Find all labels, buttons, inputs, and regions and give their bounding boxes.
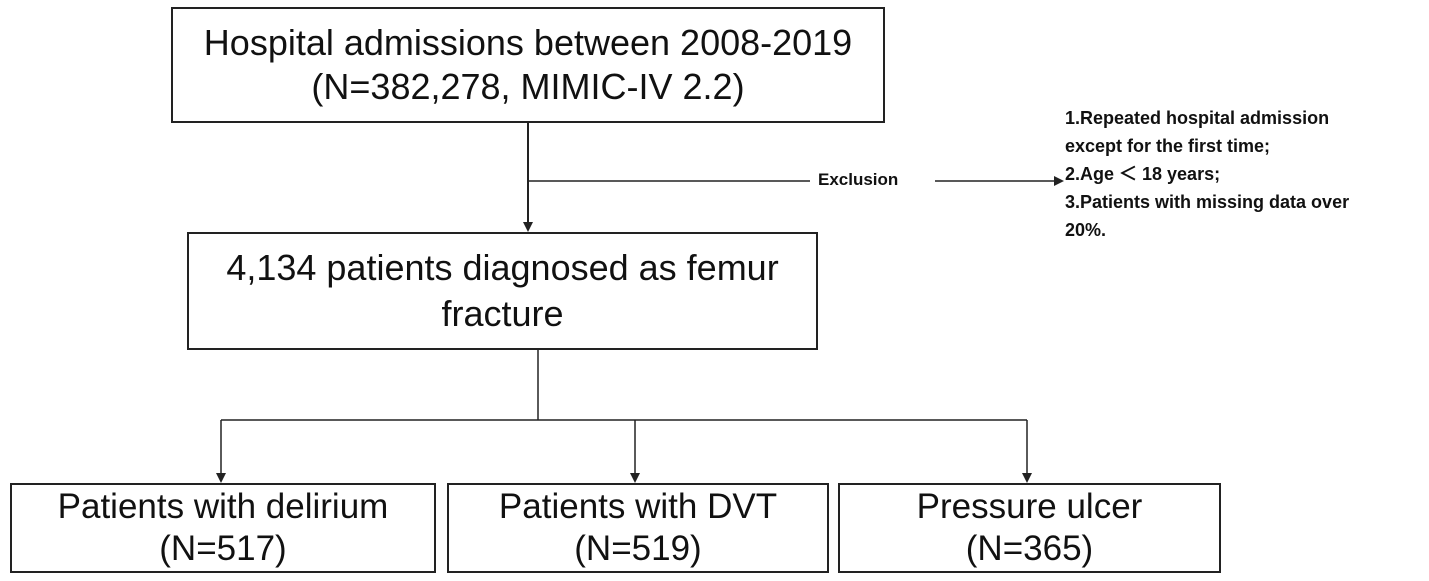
criteria-line: 2.Age ＜ 18 years; <box>1065 164 1221 184</box>
mid-box-line1: 4,134 patients diagnosed as femur <box>226 247 779 288</box>
dvt-label: Patients with DVT <box>498 487 778 526</box>
criteria-line: except for the first time; <box>1065 136 1271 156</box>
dvt-count: (N=519) <box>574 529 702 568</box>
pressure-ulcer-label: Pressure ulcer <box>916 487 1143 526</box>
hospital-admissions-box: Hospital admissions between 2008-2019 (N… <box>171 7 885 123</box>
pressure-ulcer-box: Pressure ulcer (N=365) <box>838 483 1221 573</box>
delirium-count: (N=517) <box>159 529 287 568</box>
mid-box-line2: fracture <box>441 293 564 334</box>
top-box-line1: Hospital admissions between 2008-2019 <box>203 22 853 63</box>
criteria-line: 3.Patients with missing data over <box>1065 192 1350 212</box>
femur-fracture-box: 4,134 patients diagnosed as femur fractu… <box>187 232 818 350</box>
exclusion-label: Exclusion <box>818 170 899 189</box>
criteria-line: 20%. <box>1065 220 1107 240</box>
criteria-line: 1.Repeated hospital admission <box>1065 108 1330 128</box>
top-box-line2: (N=382,278, MIMIC-IV 2.2) <box>311 66 745 107</box>
pressure-ulcer-count: (N=365) <box>965 529 1094 568</box>
dvt-box: Patients with DVT (N=519) <box>447 483 829 573</box>
delirium-label: Patients with delirium <box>57 487 389 526</box>
exclusion-criteria: 1.Repeated hospital admission except for… <box>1065 104 1425 244</box>
delirium-box: Patients with delirium (N=517) <box>10 483 436 573</box>
